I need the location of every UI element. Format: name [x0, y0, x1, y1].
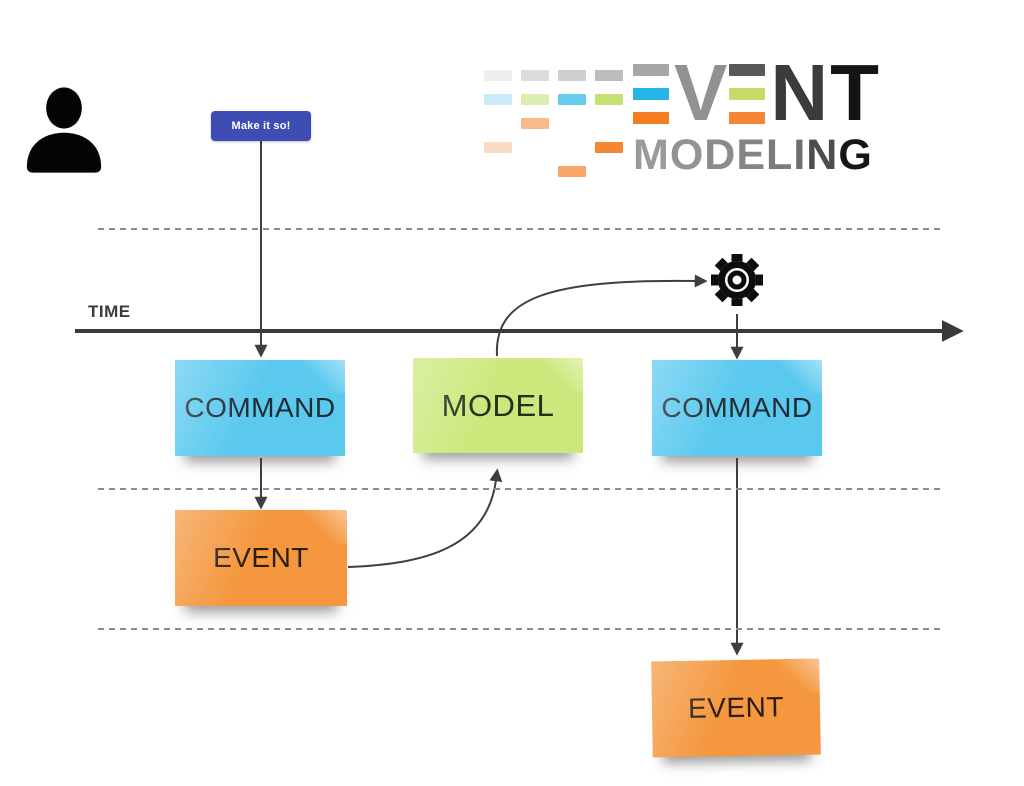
make-it-so-button[interactable]: Make it so!: [211, 111, 311, 141]
logo-text: V N T M O D E L I N G: [633, 48, 879, 179]
lane-divider-top: [98, 228, 940, 230]
sticky-event-1[interactable]: EVENT: [175, 510, 347, 606]
sticky-command-1[interactable]: COMMAND: [175, 360, 345, 456]
gear-icon: [705, 248, 769, 312]
mosaic-tile: [484, 70, 512, 81]
lane-divider-bottom: [98, 628, 940, 630]
logo-mosaic: [484, 70, 623, 177]
logo-letter-t: T: [830, 48, 879, 137]
mosaic-tile: [558, 70, 586, 81]
mosaic-tile: [521, 70, 549, 81]
logo-letter-n: N: [770, 48, 828, 137]
sticky-command-2[interactable]: COMMAND: [652, 360, 822, 456]
mosaic-tile: [558, 94, 586, 105]
logo-word-modeling: M O D E L I N G: [633, 131, 873, 179]
person-icon: [20, 84, 108, 176]
sticky-model[interactable]: MODEL: [413, 358, 583, 453]
logo-letter-e2: [729, 62, 766, 126]
mosaic-tile: [484, 94, 512, 105]
mosaic-tile: [521, 94, 549, 105]
mosaic-tile: [521, 118, 549, 129]
arrow-event1-to-model: [347, 468, 503, 568]
mosaic-tile: [484, 142, 512, 153]
logo-letter-v: V: [674, 48, 727, 137]
mosaic-tile: [595, 142, 623, 153]
event-modeling-logo: V N T M O D E L I N G: [484, 48, 879, 179]
logo-letter-e1: [633, 62, 669, 126]
mosaic-tile: [595, 70, 623, 81]
mosaic-tile: [558, 166, 586, 177]
arrow-model-to-gear: [495, 274, 708, 357]
lane-divider-middle: [98, 488, 940, 490]
logo-word-event: V N T: [633, 48, 879, 137]
timeline-label: TIME: [88, 302, 131, 321]
sticky-event-2[interactable]: EVENT: [651, 658, 821, 758]
mosaic-tile: [595, 94, 623, 105]
